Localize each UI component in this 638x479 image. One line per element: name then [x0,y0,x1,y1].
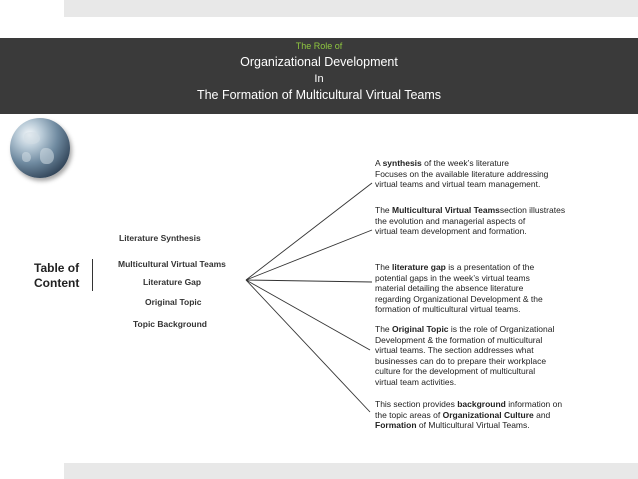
desc-topic-background: This section provides background informa… [375,399,563,431]
toc-item-original-topic[interactable]: Original Topic [145,297,202,307]
desc-literature-gap: The literature gap is a presentation of … [375,262,543,315]
top-decor-strip [64,0,638,17]
desc-synthesis: A synthesis of the week’s literature Foc… [375,158,549,190]
banner-title-line-1: Organizational Development [240,55,398,69]
title-banner: The Role of Organizational Development I… [0,38,638,114]
toc-title: Table of Content [34,261,79,291]
connector-background [245,279,371,413]
toc-title-line-1: Table of [34,261,80,275]
connector-original [245,279,371,351]
banner-kicker: The Role of [295,41,343,51]
toc-item-literature-gap[interactable]: Literature Gap [143,277,202,287]
banner-title-line-2: In [314,73,324,85]
toc-item-multicultural-virtual-teams[interactable]: Multicultural Virtual Teams [118,259,226,269]
banner-title-line-3: The Formation of Multicultural Virtual T… [196,88,442,102]
desc-multicultural-virtual-teams: The Multicultural Virtual Teamssection i… [375,205,566,237]
toc-title-line-2: Content [34,276,80,290]
connector-synthesis [245,182,373,281]
toc-bracket [92,259,99,291]
connector-mvt [245,229,373,281]
bottom-decor-strip [64,463,638,479]
globe-icon [10,118,70,178]
toc-item-literature-synthesis[interactable]: Literature Synthesis [119,233,201,243]
connector-gap [245,279,373,283]
desc-original-topic: The Original Topic is the role of Organi… [375,324,555,387]
toc-item-topic-background[interactable]: Topic Background [133,319,207,329]
